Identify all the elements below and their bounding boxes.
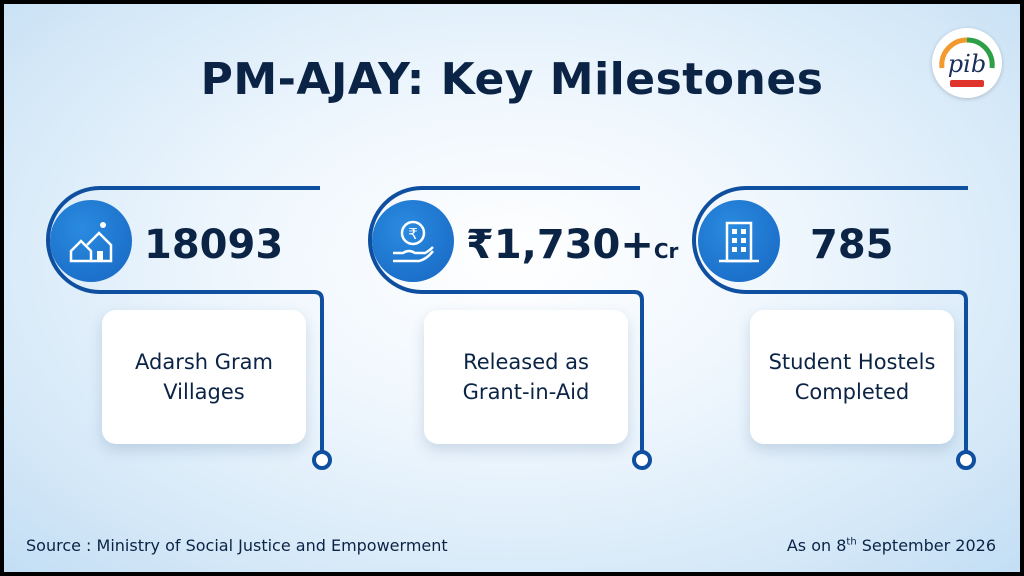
hostel-building-icon: [698, 200, 780, 282]
source-note: Source : Ministry of Social Justice and …: [26, 536, 448, 555]
track-1: [46, 186, 324, 452]
milestone-2-label: Released as Grant-in-Aid: [462, 350, 590, 404]
infographic-frame: PM-AJAY: Key Milestones pib 18093 Adar: [4, 4, 1020, 572]
milestone-3-card: Student Hostels Completed: [750, 310, 954, 444]
track-1-end-dot: [312, 450, 332, 470]
milestone-1-card: Adarsh Gram Villages: [102, 310, 306, 444]
track-2: [368, 186, 644, 452]
milestone-3-label: Student Hostels Completed: [768, 350, 936, 404]
pib-logo: pib: [932, 28, 1002, 98]
milestone-2-value: ₹1,730+Cr: [466, 222, 679, 268]
track-3: [692, 186, 968, 452]
date-note: As on 8th September 2026: [786, 536, 996, 555]
milestone-1-value: 18093: [144, 222, 284, 268]
milestone-1-label: Adarsh Gram Villages: [135, 350, 273, 404]
logo-text: pib: [947, 50, 987, 78]
rupee-hand-icon: ₹: [372, 200, 454, 282]
milestone-3-value: 785: [810, 222, 894, 268]
page-title: PM-AJAY: Key Milestones: [200, 54, 824, 105]
village-icon: [50, 200, 132, 282]
track-3-end-dot: [956, 450, 976, 470]
milestone-2-card: Released as Grant-in-Aid: [424, 310, 628, 444]
track-2-end-dot: [632, 450, 652, 470]
milestone-2-unit: Cr: [653, 239, 679, 263]
milestone-tracks: [46, 186, 976, 470]
svg-text:₹: ₹: [408, 225, 418, 243]
